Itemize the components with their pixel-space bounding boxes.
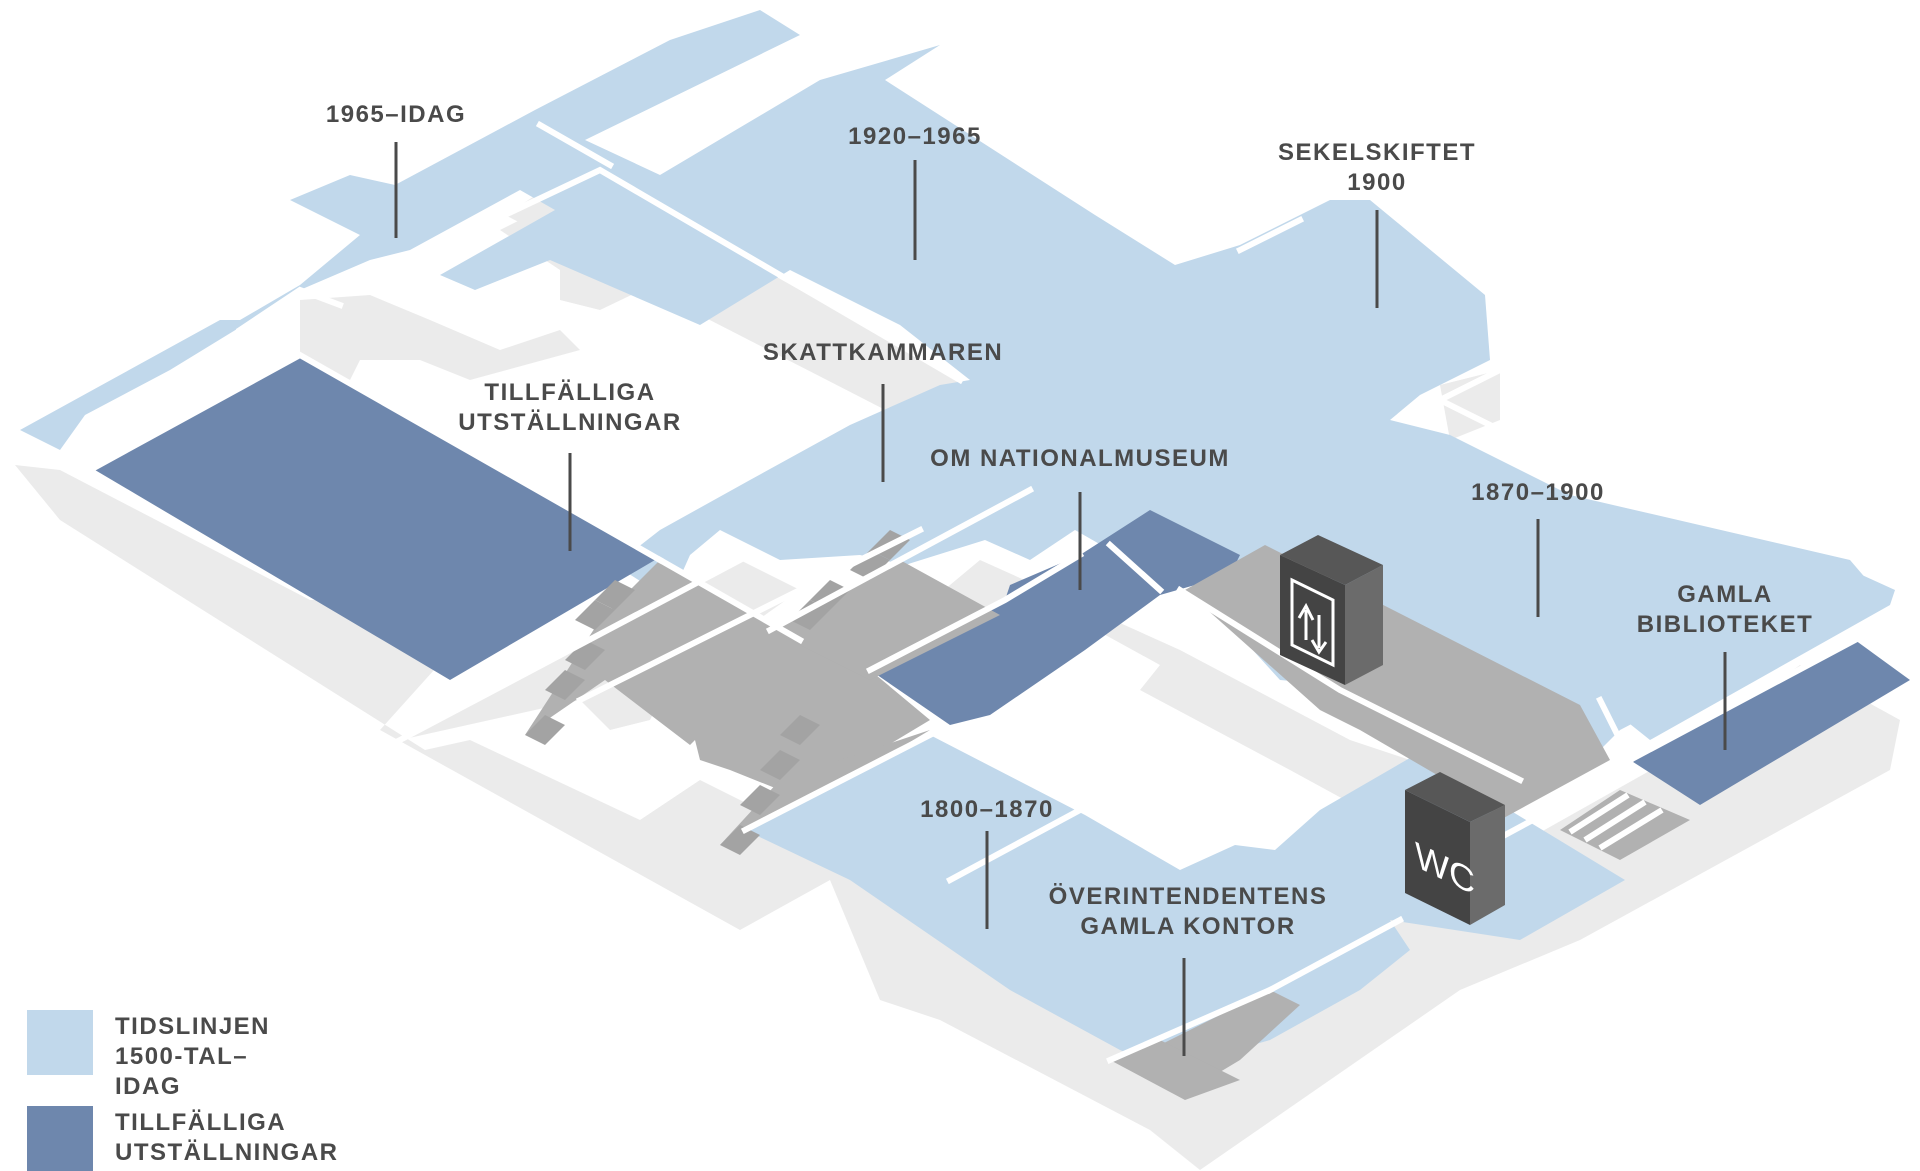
leader-skatt (881, 384, 885, 482)
leader-over (1182, 958, 1186, 1056)
label-1870-1900: 1870–1900 (1471, 479, 1605, 506)
leader-sekel (1375, 210, 1379, 308)
label-1800-1870: 1800–1870 (920, 796, 1054, 823)
leader-1920 (913, 160, 917, 260)
label-skattkammaren: SKATTKAMMAREN (762, 339, 1004, 366)
elevator-icon (1280, 535, 1383, 685)
label-gamla-biblioteket: GAMLA BIBLIOTEKET (1636, 581, 1814, 638)
legend-swatch-temporary (27, 1106, 93, 1171)
label-om-nationalmuseum: OM NATIONALMUSEUM (930, 445, 1230, 472)
legend-swatch-timeline (27, 1010, 93, 1075)
leader-gamla (1723, 652, 1727, 750)
label-sekelskiftet: SEKELSKIFTET 1900 (1277, 139, 1477, 196)
leader-1965 (394, 142, 398, 238)
label-1965-idag: 1965–IDAG (325, 101, 467, 128)
label-tillfalliga: TILLFÄLLIGA UTSTÄLLNINGAR (458, 379, 682, 436)
leader-omnm (1078, 492, 1082, 590)
label-overintendentens: ÖVERINTENDENTENS GAMLA KONTOR (1048, 883, 1328, 940)
wc-icon: WC (1405, 772, 1505, 925)
temporary-rooms (95, 355, 1910, 805)
label-1920-1965: 1920–1965 (848, 123, 982, 150)
legend-text-timeline: TIDSLINJEN 1500-TAL–IDAG (115, 1013, 271, 1100)
leader-1870 (1536, 519, 1540, 617)
leader-1800 (985, 831, 989, 929)
walls (85, 75, 1860, 1064)
leader-tillf (568, 453, 572, 551)
hatched-area (1560, 790, 1690, 860)
legend-text-temporary: TILLFÄLLIGA UTSTÄLLNINGAR (115, 1109, 339, 1166)
